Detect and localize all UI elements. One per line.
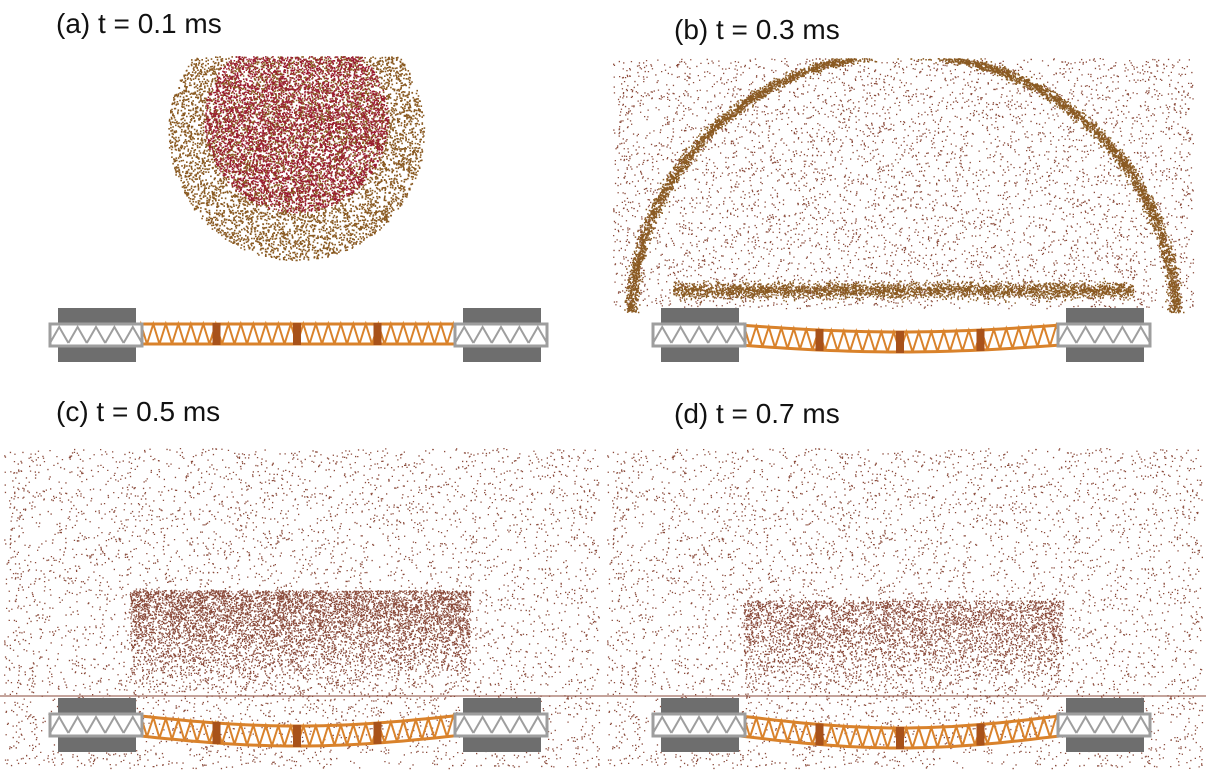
panel-a-illustration <box>48 56 549 362</box>
right-support <box>1056 698 1152 752</box>
panel-b-illustration <box>613 58 1195 362</box>
left-support <box>651 698 747 752</box>
panel-a-label: (a) t = 0.1 ms <box>56 8 222 39</box>
panel-d-label: (d) t = 0.7 ms <box>674 398 840 429</box>
truss-beam <box>724 711 1076 750</box>
blast-cloud <box>613 58 1195 314</box>
panel-c-label: (c) t = 0.5 ms <box>56 396 221 427</box>
blast-cloud <box>168 56 426 262</box>
left-support <box>651 308 747 362</box>
panel-c-illustration <box>0 448 603 770</box>
right-support <box>453 308 549 362</box>
left-support <box>48 698 144 752</box>
right-support <box>1056 308 1152 362</box>
truss-beam <box>121 711 473 748</box>
dust-cloud <box>4 448 601 770</box>
right-support <box>453 698 549 752</box>
left-support <box>48 308 144 362</box>
dust-cloud <box>607 448 1204 770</box>
panel-b-label: (b) t = 0.3 ms <box>674 14 840 45</box>
panel-d-illustration <box>603 448 1206 770</box>
truss-beam <box>121 320 473 346</box>
truss-beam <box>724 321 1076 354</box>
